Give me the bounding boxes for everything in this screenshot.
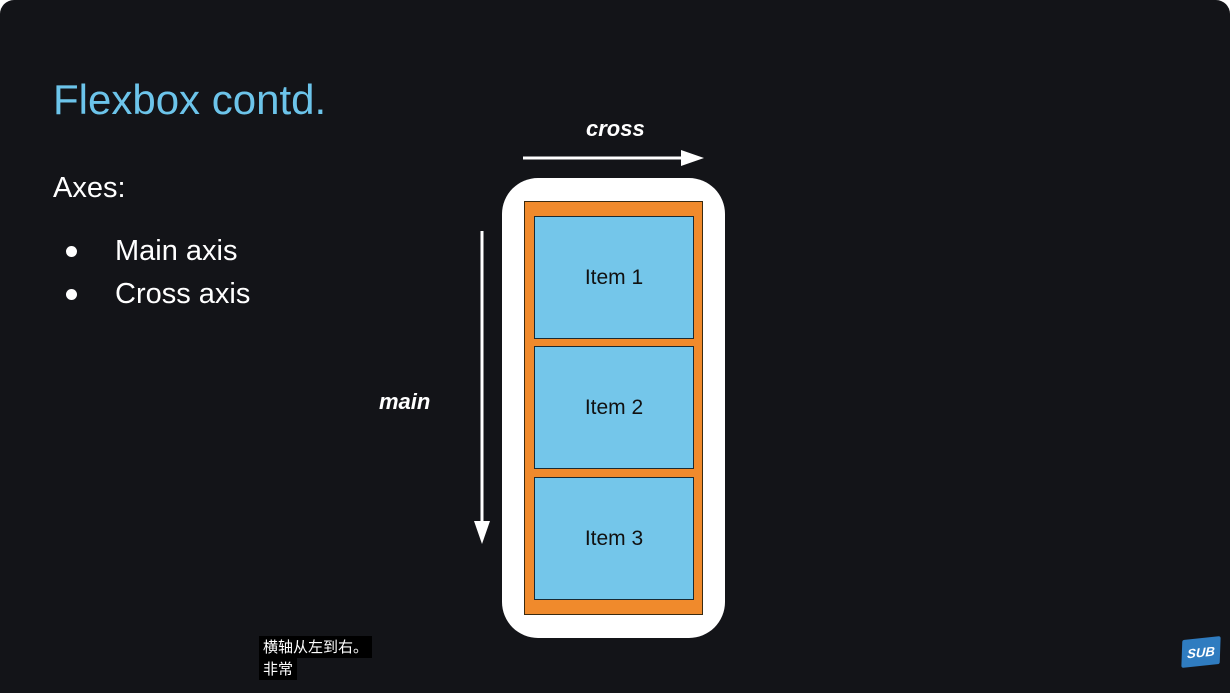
bullet-text: Cross axis	[115, 278, 251, 310]
cross-axis-label: cross	[586, 116, 645, 141]
axes-heading: Axes:	[53, 172, 126, 204]
bullet-list: Main axis Cross axis	[66, 230, 250, 316]
window-corner	[1216, 0, 1230, 14]
bullet-text: Main axis	[115, 235, 238, 267]
main-axis-label: main	[379, 389, 431, 414]
flex-item-1: Item 1	[534, 216, 694, 339]
window-corner	[0, 0, 14, 14]
cross-arrow-icon	[523, 150, 704, 166]
slide-title: Flexbox contd.	[53, 76, 327, 123]
list-item: Main axis	[66, 230, 250, 273]
flex-item-2: Item 2	[534, 346, 694, 469]
subtitle-badge-label: SUB	[1186, 643, 1216, 661]
list-item: Cross axis	[66, 273, 250, 316]
subtitle-overlay: 横轴从左到右。 非常	[259, 636, 373, 680]
bullet-icon	[66, 289, 77, 300]
bullet-icon	[66, 246, 77, 257]
subtitle-line: 非常	[259, 658, 298, 680]
subtitle-badge-icon[interactable]: SUB	[1181, 636, 1221, 668]
subtitle-line: 横轴从左到右。	[259, 636, 373, 658]
main-arrow-icon	[474, 231, 490, 544]
flex-item-3: Item 3	[534, 477, 694, 600]
